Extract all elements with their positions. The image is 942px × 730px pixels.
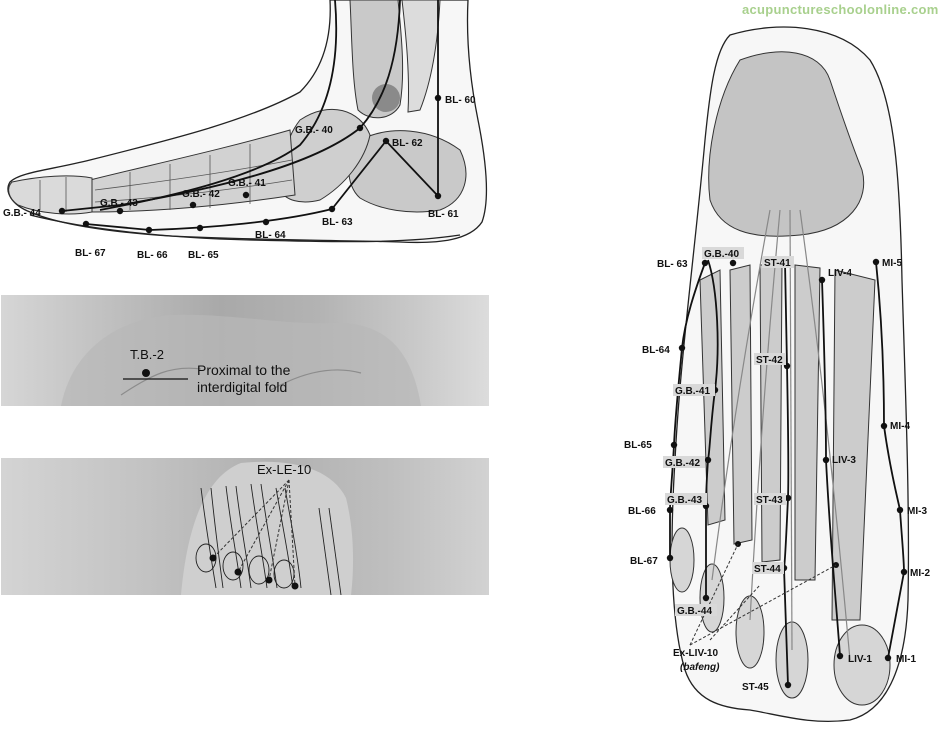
label-bl63: BL- 63	[322, 217, 353, 228]
label-dorsal-bl63: BL- 63	[657, 259, 688, 270]
label-dorsal-gb40: G.B.-40	[704, 249, 739, 260]
point-bl62	[383, 138, 389, 144]
point-gb44	[59, 208, 65, 214]
point-bl60	[435, 95, 441, 101]
label-dorsal-exliv10: Ex-LIV-10	[673, 648, 718, 659]
point-dorsal-gb42	[705, 457, 711, 463]
point-dorsal-gb40	[730, 260, 736, 266]
label-dorsal-liv4: LIV-4	[828, 268, 852, 279]
label-gb43: G.B.- 43	[100, 198, 138, 209]
label-bl66: BL- 66	[137, 250, 168, 261]
label-dorsal-bl67: BL-67	[630, 556, 658, 567]
point-bl66	[146, 227, 152, 233]
label-dorsal-bl66: BL-66	[628, 506, 656, 517]
label-gb42: G.B.- 42	[182, 189, 220, 200]
point-bl61	[435, 193, 441, 199]
label-dorsal-st43: ST-43	[756, 495, 783, 506]
point-dorsal-mi1	[885, 655, 891, 661]
point-dorsal-bl63	[702, 260, 708, 266]
label-dorsal-st42: ST-42	[756, 355, 783, 366]
hand-photo-panel: T.B.-2 Proximal to the interdigital fold	[1, 295, 489, 406]
point-gb41	[243, 192, 249, 198]
lateral-foot-diagram: BL- 60 G.B.- 40 BL- 62 G.B.- 41 G.B.- 42…	[0, 0, 490, 270]
point-dorsal-mi4	[881, 423, 887, 429]
label-dorsal-mi4: MI-4	[890, 421, 910, 432]
point-dorsal-bl66	[667, 507, 673, 513]
label-bl62: BL- 62	[392, 138, 423, 149]
point-dorsal-liv1	[837, 653, 843, 659]
label-dorsal-st41: ST-41	[764, 258, 791, 269]
label-gb41: G.B.- 41	[228, 178, 266, 189]
label-dorsal-mi3: MI-3	[907, 506, 927, 517]
foot-photo-svg	[1, 458, 489, 595]
label-tb2-note-line2: interdigital fold	[197, 379, 287, 395]
label-exle10: Ex-LE-10	[257, 462, 311, 477]
label-gb40: G.B.- 40	[295, 125, 333, 136]
point-dorsal-bl64	[679, 345, 685, 351]
label-dorsal-gb42: G.B.-42	[665, 458, 700, 469]
point-gb40	[357, 125, 363, 131]
label-dorsal-liv3: LIV-3	[832, 455, 856, 466]
label-dorsal-bl65: BL-65	[624, 440, 652, 451]
label-bl61: BL- 61	[428, 209, 459, 220]
point-gb42	[190, 202, 196, 208]
dorsal-foot-svg: BL- 63 G.B.-40 ST-41 LIV-4 MI-5 BL-64 ST…	[600, 20, 942, 730]
point-dorsal-mi5	[873, 259, 879, 265]
watermark-text: acupunctureschoolonline.com	[742, 2, 939, 17]
label-dorsal-bl64: BL-64	[642, 345, 670, 356]
point-bl63	[329, 206, 335, 212]
point-dorsal-st45	[785, 682, 791, 688]
label-dorsal-liv1: LIV-1	[848, 654, 872, 665]
label-dorsal-gb44: G.B.-44	[677, 606, 712, 617]
point-exle10-2	[235, 569, 242, 576]
label-dorsal-bafeng: (bafeng)	[680, 662, 720, 673]
point-bl67	[83, 221, 89, 227]
label-gb44: G.B.- 44	[3, 208, 41, 219]
point-dorsal-bl67	[667, 555, 673, 561]
label-bl60: BL- 60	[445, 95, 476, 106]
label-dorsal-mi1: MI-1	[896, 654, 916, 665]
dorsal-foot-diagram: BL- 63 G.B.-40 ST-41 LIV-4 MI-5 BL-64 ST…	[600, 20, 942, 730]
point-dorsal-mi3	[897, 507, 903, 513]
point-exle10-1	[210, 555, 217, 562]
label-dorsal-gb41: G.B.-41	[675, 386, 710, 397]
label-bl64: BL- 64	[255, 230, 286, 241]
label-dorsal-gb43: G.B.-43	[667, 495, 702, 506]
lateral-foot-svg: BL- 60 G.B.- 40 BL- 62 G.B.- 41 G.B.- 42…	[0, 0, 490, 270]
point-dorsal-gb44	[703, 595, 709, 601]
label-bl67: BL- 67	[75, 248, 106, 259]
label-tb2: T.B.-2	[130, 347, 164, 362]
label-bl65: BL- 65	[188, 250, 219, 261]
point-tb2	[142, 369, 150, 377]
point-dorsal-mi2	[901, 569, 907, 575]
label-dorsal-st44: ST-44	[754, 564, 781, 575]
lateral-malleolus	[372, 84, 400, 112]
point-bl65	[197, 225, 203, 231]
label-tb2-note-line1: Proximal to the	[197, 362, 290, 378]
label-dorsal-st45: ST-45	[742, 682, 769, 693]
point-dorsal-liv4	[819, 277, 825, 283]
label-dorsal-mi2: MI-2	[910, 568, 930, 579]
label-dorsal-mi5: MI-5	[882, 258, 902, 269]
foot-photo-panel: Ex-LE-10	[1, 458, 489, 595]
point-dorsal-bl65	[671, 442, 677, 448]
point-bl64	[263, 219, 269, 225]
point-dorsal-liv3	[823, 457, 829, 463]
point-exle10-3	[266, 577, 273, 584]
point-exle10-4	[292, 583, 299, 590]
